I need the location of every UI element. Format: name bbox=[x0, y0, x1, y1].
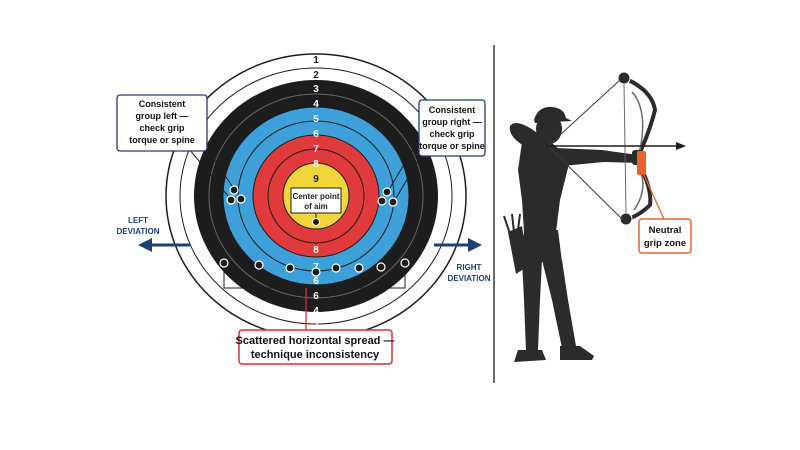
callout-spread: Scattered horizontal spread — technique … bbox=[223, 268, 406, 365]
ring-number-lower-8: 8 bbox=[313, 245, 319, 256]
archer-draw-arm bbox=[509, 122, 552, 154]
callout-left-line-3: check grip bbox=[139, 123, 185, 133]
ring-number-3: 3 bbox=[313, 84, 319, 95]
compound-bow bbox=[546, 71, 686, 226]
arrow-point-icon bbox=[676, 142, 686, 150]
center-label-line-1: Center point bbox=[292, 192, 339, 201]
callout-right-line-3: check grip bbox=[429, 129, 475, 139]
callout-right-box bbox=[418, 99, 486, 157]
archer-hips bbox=[522, 230, 562, 262]
right-deviation-arrow-icon bbox=[468, 238, 482, 252]
hole-spread-4 bbox=[311, 267, 321, 277]
bow-cam-top bbox=[617, 71, 631, 85]
arrow-holes bbox=[219, 185, 410, 277]
grip-line-2: grip zone bbox=[644, 238, 686, 249]
bow-string-bottom bbox=[547, 145, 623, 220]
hole-left-2 bbox=[226, 195, 236, 205]
ring-number-lower-6a: 6 bbox=[313, 276, 319, 287]
callout-left-group: Consistent group left — check grip torqu… bbox=[116, 94, 233, 197]
quiver-arrow-1 bbox=[503, 215, 511, 235]
archer-right-leg bbox=[542, 260, 576, 348]
right-deviation: RIGHT DEVIATION bbox=[434, 238, 491, 283]
ring-number-7: 7 bbox=[313, 144, 319, 155]
hole-spread-6 bbox=[354, 263, 364, 273]
callout-right-group: Consistent group right — check grip torq… bbox=[389, 99, 486, 199]
grip-box bbox=[638, 218, 692, 254]
callout-left-line-1: Consistent bbox=[139, 99, 186, 109]
callout-right-line-4: torque or spine bbox=[419, 141, 485, 151]
hole-right-3 bbox=[388, 197, 398, 207]
ring-number-8: 8 bbox=[313, 159, 319, 170]
ring-number-4: 4 bbox=[313, 99, 319, 110]
hole-left-1 bbox=[229, 185, 239, 195]
bow-cable bbox=[623, 83, 627, 214]
hole-right-2 bbox=[377, 196, 387, 206]
left-deviation-arrow-icon bbox=[138, 238, 152, 252]
spread-line-2: technique inconsistency bbox=[251, 349, 380, 361]
spread-box bbox=[238, 329, 393, 365]
hole-right-1 bbox=[382, 187, 392, 197]
archer-left-leg bbox=[522, 260, 542, 352]
hole-spread-2 bbox=[254, 260, 264, 270]
ring-number-6: 6 bbox=[313, 129, 319, 140]
ring-number-lower-2: 2 bbox=[313, 320, 319, 331]
archer-torso bbox=[518, 140, 570, 232]
ring-number-lower-4: 4 bbox=[313, 306, 319, 317]
spread-bracket bbox=[223, 268, 406, 289]
right-deviation-line-1: RIGHT bbox=[457, 263, 482, 272]
hole-left-3 bbox=[236, 194, 246, 204]
ring-number-2: 2 bbox=[313, 70, 319, 81]
archer-silhouette bbox=[503, 106, 643, 362]
left-deviation-line-2: DEVIATION bbox=[117, 227, 160, 236]
grip-leader bbox=[643, 174, 665, 220]
callout-right-line-2: group right — bbox=[422, 117, 482, 127]
spread-line-1: Scattered horizontal spread — bbox=[236, 335, 395, 347]
hole-spread-8 bbox=[400, 258, 410, 268]
hole-spread-1 bbox=[219, 258, 229, 268]
callout-left-line-2: group left — bbox=[136, 111, 189, 121]
right-deviation-line-2: DEVIATION bbox=[448, 274, 491, 283]
target: 1 2 3 4 5 6 7 8 9 8 7 6 6 4 2 Center poi… bbox=[165, 53, 467, 339]
center-hole bbox=[312, 218, 320, 226]
bow-string-top bbox=[547, 79, 621, 147]
ring-number-lower-6b: 6 bbox=[313, 291, 319, 302]
ring-number-1: 1 bbox=[313, 55, 319, 66]
archer-left-shoe bbox=[514, 350, 546, 362]
bow-grip bbox=[637, 151, 646, 175]
callout-left-line-4: torque or spine bbox=[129, 135, 195, 145]
left-deviation: LEFT DEVIATION bbox=[117, 216, 190, 252]
ring-number-5: 5 bbox=[313, 114, 319, 125]
hole-spread-5 bbox=[331, 263, 341, 273]
quiver-arrow-2 bbox=[511, 213, 515, 233]
archer-right-shoe bbox=[560, 346, 594, 360]
callout-grip-zone: Neutral grip zone bbox=[638, 174, 692, 254]
center-label-line-2: of aim bbox=[304, 202, 328, 211]
archer-bow-arm bbox=[555, 148, 640, 166]
hole-spread-7 bbox=[376, 262, 386, 272]
archer-cap bbox=[534, 106, 572, 123]
ring-number-9: 9 bbox=[313, 174, 319, 185]
left-deviation-line-1: LEFT bbox=[128, 216, 148, 225]
hole-spread-3 bbox=[285, 263, 295, 273]
callout-right-line-1: Consistent bbox=[429, 105, 476, 115]
quiver-arrow-3 bbox=[517, 213, 521, 231]
grip-line-1: Neutral bbox=[649, 225, 682, 236]
callout-left-box bbox=[116, 94, 208, 152]
